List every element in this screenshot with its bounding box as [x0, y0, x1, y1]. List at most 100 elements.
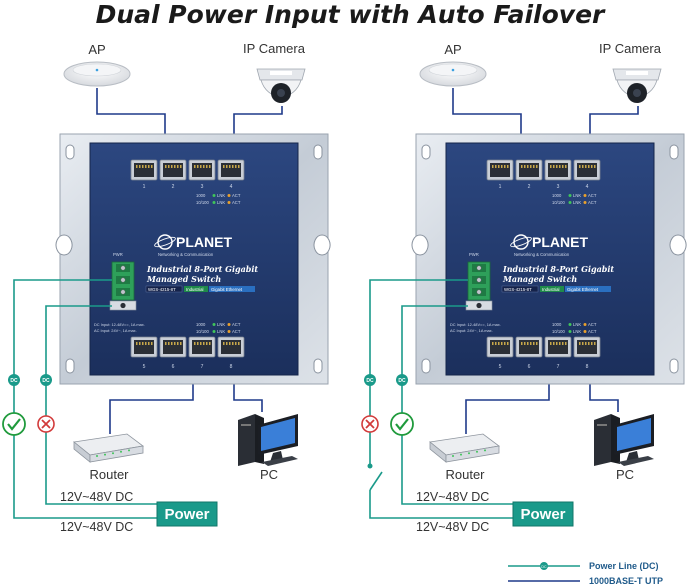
power-label: Power [520, 506, 565, 523]
legend: DC Power Line (DC) 1000BASE-T UTP [508, 561, 663, 586]
dc-badge-text: DC [398, 378, 406, 384]
led-label-lnk: LNK [217, 193, 225, 198]
led-label-lnk: LNK [217, 200, 225, 205]
led-label-act: ACT [588, 322, 597, 327]
legend-utp-label: 1000BASE-T UTP [589, 576, 663, 586]
industrial-badge [540, 286, 564, 292]
voltage-label-bottom: 12V~48V DC [60, 520, 133, 534]
rj45-port [130, 159, 158, 181]
pc-icon [594, 414, 654, 466]
industrial-label: Industrial [542, 287, 559, 292]
port-number: 7 [557, 364, 560, 370]
port-number: 8 [230, 364, 233, 370]
terminal-screw [120, 265, 126, 271]
router-label: Router [445, 467, 485, 482]
port-number: 1 [143, 184, 146, 190]
ip-camera-icon [612, 68, 662, 103]
led-dot [583, 194, 587, 197]
access-point-icon [419, 61, 487, 87]
pwr-label: PWR [113, 252, 123, 257]
ip-camera-label: IP Camera [599, 41, 662, 56]
power-line-2 [401, 305, 516, 505]
led-label-act: ACT [588, 200, 597, 205]
power-box [156, 501, 218, 527]
legend-dc-text: DC [541, 565, 547, 569]
industrial-badge [184, 286, 208, 292]
led-label-lnk: LNK [573, 200, 581, 205]
led-label-lnk: LNK [573, 329, 581, 334]
legend-dc-badge [540, 562, 548, 570]
led-label-10100: 10/100 [552, 329, 565, 334]
rj45-port [573, 336, 601, 358]
ap-label: AP [88, 42, 105, 57]
terminal-screw [120, 277, 126, 283]
led-dot [212, 323, 216, 326]
port-number: 2 [172, 184, 175, 190]
led-dot [212, 194, 216, 197]
mounting-hole [313, 358, 323, 374]
led-dot [583, 323, 587, 326]
rj45-port [544, 159, 572, 181]
mounting-hole [65, 358, 75, 374]
diagram-title: Dual Power Input with Auto Failover [95, 0, 605, 29]
port-number: 4 [230, 184, 233, 190]
keyhole [669, 234, 687, 256]
led-dot [212, 330, 216, 333]
led-dot [583, 330, 587, 333]
dc-badge [8, 374, 20, 386]
rj45-port [486, 336, 514, 358]
led-label-act: ACT [588, 329, 597, 334]
led-label-10100: 10/100 [196, 200, 209, 205]
led-dot [568, 194, 572, 197]
power-line-2 [45, 305, 160, 505]
switch-front-panel [89, 142, 299, 376]
access-point-icon [63, 61, 131, 87]
brand-subtitle: Networking & Communication [158, 252, 214, 257]
ap-label: AP [444, 42, 461, 57]
rj45-port [188, 336, 216, 358]
terminal-screw [476, 277, 482, 283]
industrial-label: Industrial [186, 287, 203, 292]
voltage-label-top: 12V~48V DC [60, 490, 133, 504]
brand-subtitle: Networking & Communication [514, 252, 570, 257]
led-label-1000: 1000 [552, 322, 562, 327]
switch-front-panel [445, 142, 655, 376]
led-label-lnk: LNK [217, 329, 225, 334]
ok-check-icon [390, 412, 414, 436]
pwr-label: PWR [469, 252, 479, 257]
gigabit-badge [209, 286, 255, 292]
led-label-1000: 1000 [552, 193, 562, 198]
legend-power-label: Power Line (DC) [589, 561, 659, 571]
ip-camera-label: IP Camera [243, 41, 306, 56]
rj45-port [486, 159, 514, 181]
dc-badge-text: DC [42, 378, 50, 384]
led-label-act: ACT [232, 322, 241, 327]
switch-title-line1: Industrial 8-Port Gigabit [502, 264, 614, 274]
led-label-act: ACT [232, 200, 241, 205]
dc-badge [40, 374, 52, 386]
router-label: Router [89, 467, 129, 482]
led-label-lnk: LNK [217, 322, 225, 327]
rj45-port [515, 336, 543, 358]
ac-input-label: AC Input: 24V~, 1A max. [450, 328, 493, 333]
led-label-10100: 10/100 [552, 200, 565, 205]
voltage-label-top: 12V~48V DC [416, 490, 489, 504]
led-dot [568, 330, 572, 333]
terminal-screw [476, 289, 482, 295]
led-dot [212, 201, 216, 204]
port-number: 7 [201, 364, 204, 370]
led-label-lnk: LNK [573, 322, 581, 327]
model-name: WGS-4215-8T [148, 287, 176, 292]
model-badge [145, 285, 183, 293]
pc-label: PC [616, 467, 634, 482]
led-label-act: ACT [588, 193, 597, 198]
dc-input-label: DC Input: 12-48V==, 1A max. [450, 322, 501, 327]
fail-x-icon [37, 415, 55, 433]
led-label-10100: 10/100 [196, 329, 209, 334]
dc-jack-hole [476, 302, 482, 309]
ip-camera-icon [256, 68, 306, 103]
mounting-hole [669, 358, 679, 374]
port-number: 8 [586, 364, 589, 370]
